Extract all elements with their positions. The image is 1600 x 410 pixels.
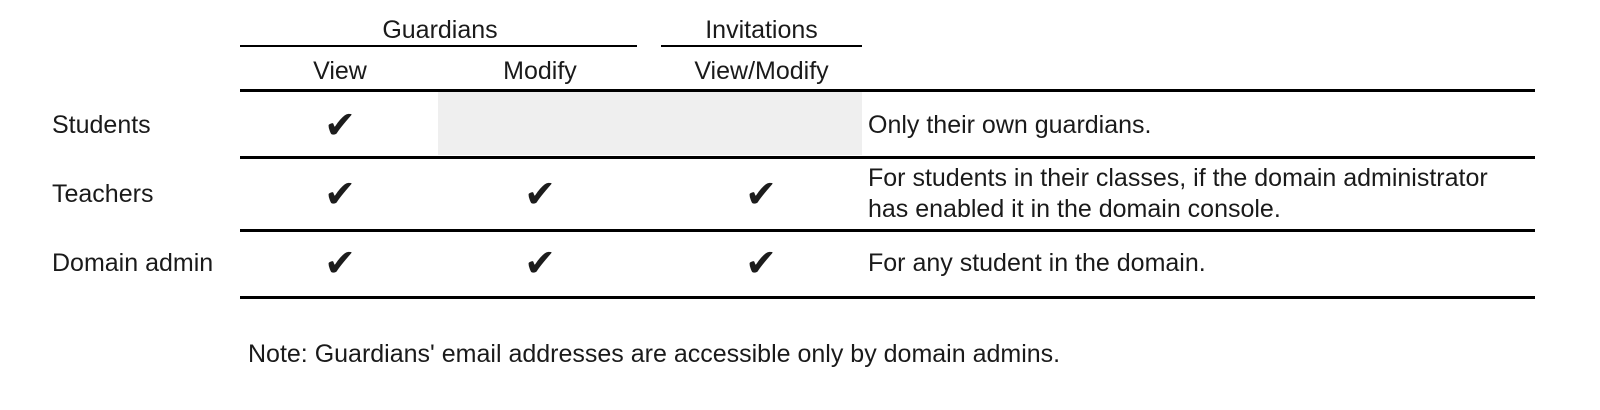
check-mark-icon-teachers-guardians-modify: ✔ (524, 172, 556, 216)
table-rule-after-teachers (240, 229, 1535, 232)
group-rule-guardians (240, 45, 637, 47)
row-label-students: Students (52, 111, 151, 139)
check-mark-icon-domain-admin-guardians-modify: ✔ (524, 241, 556, 285)
column-header-invitations-view-modify: View/Modify (694, 57, 829, 85)
column-header-guardians-view: View (313, 57, 367, 85)
row-label-teachers: Teachers (52, 180, 154, 208)
check-mark-icon-domain-admin-guardians-view: ✔ (324, 241, 356, 285)
check-mark-icon-domain-admin-invitations-view-modify: ✔ (745, 241, 777, 285)
cell-students-guardians-modify-shaded (438, 92, 862, 155)
check-mark-icon-teachers-guardians-view: ✔ (324, 172, 356, 216)
group-header-guardians: Guardians (382, 16, 498, 44)
table-rule-after-students (240, 156, 1535, 159)
row-label-domain-admin: Domain admin (52, 249, 214, 277)
column-header-guardians-modify: Modify (503, 57, 577, 85)
check-mark-icon-students-guardians-view: ✔ (324, 103, 356, 147)
description-students: Only their own guardians. (868, 111, 1152, 139)
group-header-invitations: Invitations (705, 16, 818, 44)
description-teachers: For students in their classes, if the do… (868, 164, 1488, 223)
table-rule-header-bottom (240, 89, 1535, 92)
footer-note: Note: Guardians' email addresses are acc… (248, 340, 1061, 368)
table-rule-bottom (240, 296, 1535, 299)
check-mark-icon-teachers-invitations-view-modify: ✔ (745, 172, 777, 216)
description-domain-admin: For any student in the domain. (868, 249, 1206, 277)
group-rule-invitations (661, 45, 862, 47)
